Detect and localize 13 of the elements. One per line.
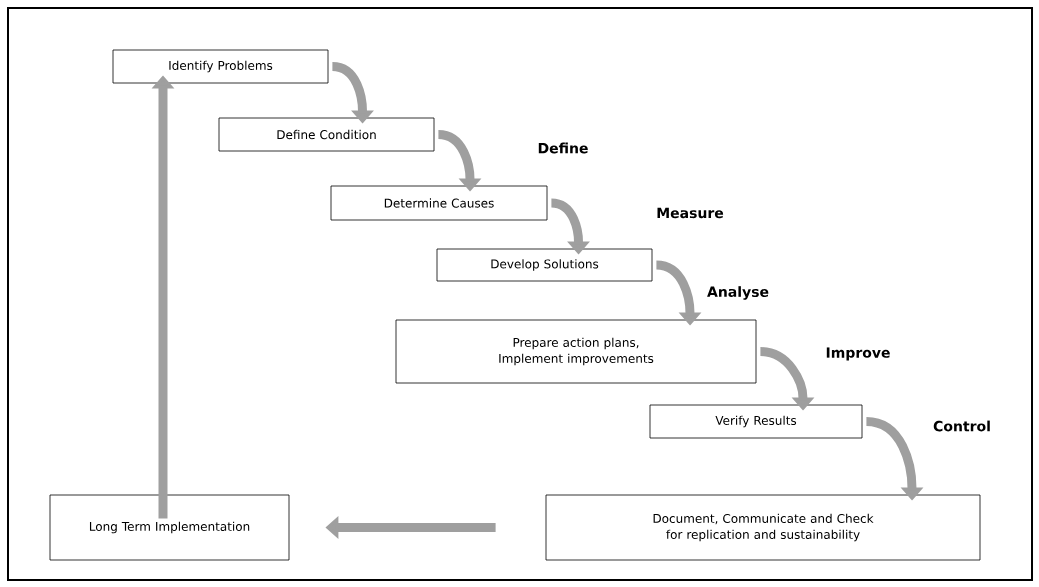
phase-label: Control — [933, 420, 990, 432]
phase-label: Measure — [657, 207, 724, 219]
process-box: Determine Causes — [330, 185, 548, 221]
process-box: Define Condition — [218, 117, 435, 152]
process-box: Prepare action plans, Implement improvements — [395, 319, 757, 384]
process-box: Develop Solutions — [436, 248, 653, 282]
process-box: Document, Communicate and Check for replication and sustainability — [545, 494, 981, 561]
phase-label: Define — [538, 142, 588, 154]
process-box: Identify Problems — [112, 49, 329, 84]
process-box: Verify Results — [649, 404, 863, 439]
phase-label: Improve — [826, 347, 890, 361]
process-box: Long Term Implementation — [49, 494, 290, 561]
phase-label: Analyse — [707, 286, 769, 300]
